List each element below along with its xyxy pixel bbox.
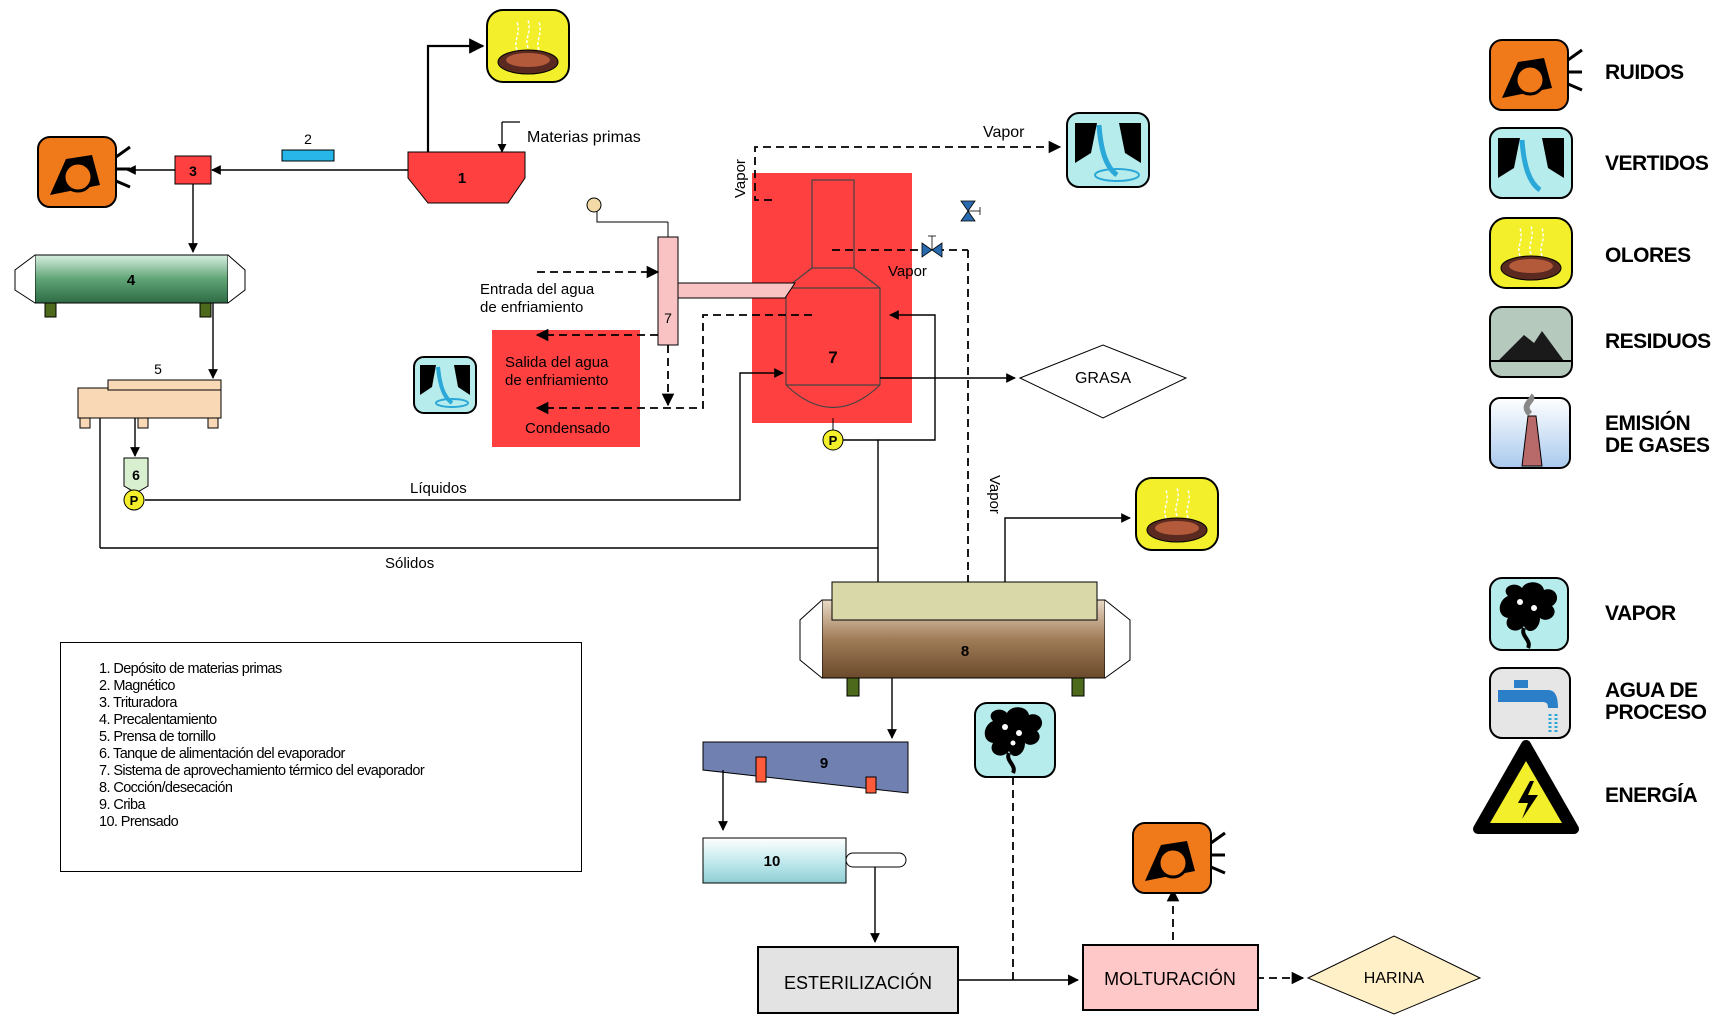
legend-water-label-1: AGUA DE — [1605, 679, 1698, 702]
process-item: 1. Depósito de materias primas — [99, 661, 282, 677]
discharge-icon — [1066, 112, 1150, 188]
steam-label-vertical-left: Vapor — [732, 159, 749, 198]
odor-legend-icon — [1489, 217, 1573, 289]
condenser-number: 7 — [664, 310, 672, 326]
discharge-icon — [413, 356, 477, 414]
process-item: 6. Tanque de alimentación del evaporador — [99, 746, 345, 762]
preheater-tank-4 — [14, 254, 246, 318]
cooling-water-in-2: de enfriamiento — [480, 299, 583, 316]
evaporator-7 — [785, 179, 881, 408]
cooker-number: 8 — [961, 643, 969, 660]
pressure-gauge — [586, 197, 602, 213]
process-item: 8. Cocción/desecación — [99, 780, 233, 796]
milling-label: MOLTURACIÓN — [1104, 968, 1236, 989]
raw-material-hopper-1 — [407, 151, 526, 204]
gas-emission-legend-icon — [1489, 393, 1571, 469]
grease-output — [1018, 344, 1188, 419]
noise-legend-icon — [1489, 39, 1583, 111]
legend-energy-label: ENERGÍA — [1605, 784, 1698, 807]
process-water-legend-icon — [1489, 667, 1571, 739]
cooling-water-out-2: de enfriamiento — [505, 372, 608, 389]
solids-label: Sólidos — [385, 555, 434, 572]
process-item: 9. Criba — [99, 797, 146, 813]
steam-legend-icon — [1489, 577, 1569, 651]
cooker-dryer-8 — [799, 581, 1131, 697]
screen-number: 9 — [820, 755, 828, 772]
magnet-number: 2 — [304, 131, 312, 147]
flour-label: HARINA — [1364, 970, 1425, 987]
cooling-water-zone — [492, 330, 640, 447]
process-item: 2. Magnético — [99, 678, 175, 694]
legend-waste-label: RESIDUOS — [1605, 330, 1711, 353]
pump-left — [123, 489, 145, 511]
pump-evaporator-label: P — [829, 433, 838, 448]
condensate-label: Condensado — [525, 420, 610, 437]
evaporator-number: 7 — [828, 348, 837, 367]
legend-water-label-2: PROCESO — [1605, 701, 1707, 724]
press-number: 5 — [154, 361, 162, 377]
steam-label-top: Vapor — [983, 124, 1025, 141]
condenser-7 — [657, 236, 679, 346]
screen-9 — [702, 741, 909, 794]
pump-left-label: P — [130, 493, 139, 508]
process-item: 4. Precalentamiento — [99, 712, 217, 728]
evaporator-feed-tank-6 — [123, 457, 149, 494]
legend-steam-label: VAPOR — [1605, 602, 1676, 625]
noise-icon — [1132, 822, 1226, 894]
energy-legend-icon — [1473, 740, 1579, 834]
grease-label: GRASA — [1075, 370, 1131, 387]
press-10-number: 10 — [764, 853, 781, 870]
steam-valve-1 — [921, 235, 943, 258]
legend-discharge-label: VERTIDOS — [1605, 152, 1709, 175]
steam-label-vertical-right: Vapor — [986, 475, 1003, 514]
raw-materials-label: Materias primas — [527, 129, 641, 146]
condenser-pipe — [677, 282, 796, 299]
sterilization-label: ESTERILIZACIÓN — [784, 972, 932, 993]
liquids-label: Líquidos — [410, 480, 467, 497]
process-item: 5. Prensa de tornillo — [99, 729, 216, 745]
preheater-number: 4 — [127, 272, 136, 289]
crusher-number: 3 — [189, 163, 197, 179]
process-item: 10. Prensado — [99, 814, 179, 830]
process-item: 3. Trituradora — [99, 695, 177, 711]
legend-emission-label-2: DE GASES — [1605, 434, 1710, 457]
legend-emission-label-1: EMISIÓN — [1605, 412, 1691, 435]
feed-tank-number: 6 — [132, 467, 140, 483]
cooling-water-in-1: Entrada del agua — [480, 281, 595, 298]
magnetic-separator-2 — [281, 149, 335, 162]
cooling-water-out-1: Salida del agua — [505, 354, 609, 371]
odor-icon — [486, 9, 570, 83]
noise-icon — [37, 136, 131, 208]
steam-icon — [974, 702, 1056, 778]
odor-icon — [1135, 477, 1219, 551]
waste-legend-icon — [1489, 306, 1573, 378]
legend-noise-label: RUIDOS — [1605, 61, 1684, 84]
discharge-legend-icon — [1489, 127, 1573, 199]
process-item: 7. Sistema de aprovechamiento térmico de… — [99, 763, 425, 779]
milling-box — [1082, 944, 1259, 1011]
legend-odor-label: OLORES — [1605, 244, 1691, 267]
steam-label-mid: Vapor — [888, 263, 927, 280]
crusher-3 — [174, 155, 212, 185]
press-10 — [702, 837, 847, 884]
hopper-number: 1 — [458, 170, 466, 187]
flour-output — [1306, 935, 1482, 1015]
steam-valve-2 — [960, 200, 981, 222]
process-legend-box: 1. Depósito de materias primas 2. Magnét… — [60, 642, 582, 872]
screw-press-5 — [77, 379, 222, 429]
